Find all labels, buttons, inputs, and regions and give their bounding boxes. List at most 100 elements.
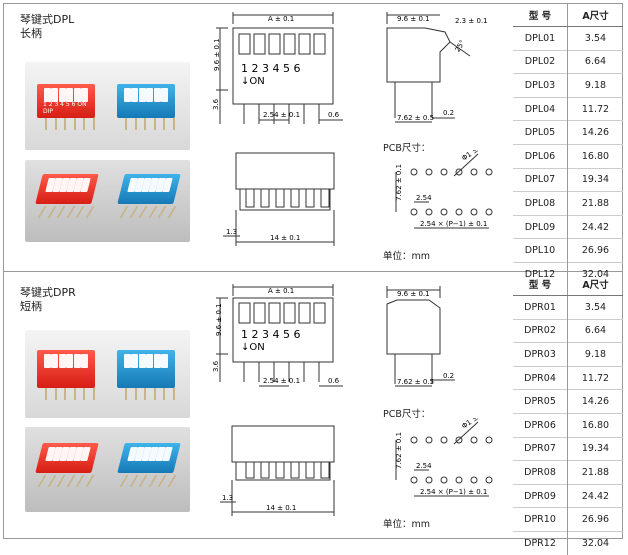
pin-width-label: 0.6 bbox=[328, 377, 340, 385]
red-switch-angled-image bbox=[35, 443, 99, 473]
pcb-vert-label: 7.62 ± 0.1 bbox=[395, 432, 403, 469]
size-cell: 24.42 bbox=[567, 483, 623, 508]
dim-height-label: 9.6 ± 0.1 bbox=[215, 303, 223, 336]
model-cell: DPR05 bbox=[513, 389, 568, 414]
pcb-pitch-label: 2.54 bbox=[416, 462, 432, 470]
dpl-title-sub: 长柄 bbox=[20, 27, 42, 40]
model-cell: DPL05 bbox=[513, 120, 568, 145]
pcb-total-label: 2.54 × (P−1) ± 0.1 bbox=[420, 488, 487, 496]
pitch-label: 2.54 ± 0.1 bbox=[263, 377, 300, 385]
dpr-unit-label: 单位：mm bbox=[383, 519, 431, 530]
dpl-pcb-label: PCB尺寸： bbox=[383, 143, 431, 154]
model-cell: DPL02 bbox=[513, 49, 568, 74]
model-cell: DPL09 bbox=[513, 214, 568, 239]
dpr-side-drawing: 9.6 ± 0.1 7.62 ± 0.5 0.2 bbox=[386, 286, 455, 387]
size-cell: 21.88 bbox=[567, 191, 623, 216]
dpl-front-drawing: A ± 0.1 9.6 ± 0.1 3.6 1 2 3 4 5 6 ↓ON 2.… bbox=[212, 12, 343, 124]
switch-numbers: 1 2 3 4 5 6 bbox=[241, 328, 300, 341]
size-cell: 6.64 bbox=[567, 318, 623, 343]
base-offset-label: 1.3 bbox=[226, 228, 237, 236]
dpl-base-drawing: 1.3 14 ± 0.1 bbox=[223, 152, 335, 246]
side-top-label: 2.3 ± 0.1 bbox=[455, 17, 488, 25]
blue-switch-angled-image bbox=[117, 443, 181, 473]
size-cell: 14.26 bbox=[567, 389, 623, 414]
dpr-base-drawing: 1.3 14 ± 0.1 bbox=[220, 425, 335, 516]
dpr-pcb-drawing: Φ1 ± 0.1 7.62 ± 0.1 2.54 2.54 × (P−1) ± … bbox=[395, 418, 493, 497]
size-cell: 6.64 bbox=[567, 49, 623, 74]
dpl-photo-front: 1 2 3 4 5 6 ON DIP bbox=[25, 62, 190, 150]
side-bottom-label: 7.62 ± 0.5 bbox=[397, 114, 434, 122]
size-cell: 26.96 bbox=[567, 238, 623, 263]
on-label: ↓ON bbox=[241, 76, 265, 87]
size-cell: 9.18 bbox=[567, 342, 623, 367]
model-cell: DPL03 bbox=[513, 73, 568, 98]
pcb-vert-label: 7.62 ± 0.1 bbox=[395, 164, 403, 201]
model-cell: DPR09 bbox=[513, 483, 568, 508]
dpr-title: 琴键式DPR 短柄 bbox=[20, 286, 76, 314]
dpr-title-main: 琴键式DPR bbox=[20, 286, 76, 299]
red-switch-image bbox=[37, 350, 95, 388]
on-label: ↓ON bbox=[241, 342, 265, 353]
size-cell: 21.88 bbox=[567, 460, 623, 485]
dpr-photo-front bbox=[25, 330, 190, 418]
pcb-pitch-label: 2.54 bbox=[416, 194, 432, 202]
model-cell: DPL01 bbox=[513, 26, 568, 51]
model-cell: DPR06 bbox=[513, 412, 568, 438]
side-thick-label: 0.2 bbox=[443, 109, 454, 117]
model-cell: DPL10 bbox=[513, 238, 568, 263]
model-cell: DPR01 bbox=[513, 295, 568, 320]
dim-lead-label: 3.6 bbox=[212, 98, 220, 110]
side-width-label: 9.6 ± 0.1 bbox=[397, 15, 430, 23]
dpl-photo-angled bbox=[25, 160, 190, 242]
pitch-label: 2.54 ± 0.1 bbox=[263, 111, 300, 119]
dpl-side-drawing: 9.6 ± 0.1 2.3 ± 0.1 25° 7.62 ± 0.5 0.2 bbox=[386, 12, 488, 123]
size-cell: 9.18 bbox=[567, 73, 623, 98]
size-cell: 16.80 bbox=[567, 412, 623, 438]
model-cell: DPL07 bbox=[513, 167, 568, 192]
red-switch-image: 1 2 3 4 5 6 ON DIP bbox=[37, 84, 95, 118]
size-cell: 11.72 bbox=[567, 365, 623, 390]
model-cell: DPR10 bbox=[513, 507, 568, 532]
model-cell: DPR08 bbox=[513, 460, 568, 485]
model-cell: DPR04 bbox=[513, 365, 568, 390]
base-width-label: 14 ± 0.1 bbox=[266, 504, 296, 512]
model-cell: DPL06 bbox=[513, 143, 568, 169]
switch-numbers: 1 2 3 4 5 6 bbox=[241, 62, 300, 75]
model-cell: DPR02 bbox=[513, 318, 568, 343]
side-bottom-label: 7.62 ± 0.5 bbox=[397, 378, 434, 386]
blue-switch-image bbox=[117, 84, 175, 118]
size-cell: 19.34 bbox=[567, 167, 623, 192]
size-cell: 3.54 bbox=[567, 26, 623, 51]
size-cell: 16.80 bbox=[567, 143, 623, 169]
size-cell: 19.34 bbox=[567, 436, 623, 461]
size-cell: 24.42 bbox=[567, 214, 623, 239]
side-thick-label: 0.2 bbox=[443, 372, 454, 380]
dpl-unit-label: 单位：mm bbox=[383, 251, 431, 262]
model-cell: DPR07 bbox=[513, 436, 568, 461]
model-cell: DPL08 bbox=[513, 191, 568, 216]
size-cell: 14.26 bbox=[567, 120, 623, 145]
dpl-pcb-drawing: Φ1 ± 0.1 7.62 ± 0.1 2.54 2.54 × (P−1) ± … bbox=[395, 150, 493, 229]
size-cell: 3.54 bbox=[567, 295, 623, 320]
size-cell: 26.96 bbox=[567, 507, 623, 532]
model-cell: DPL04 bbox=[513, 96, 568, 121]
dpl-title-main: 琴键式DPL bbox=[20, 13, 75, 26]
